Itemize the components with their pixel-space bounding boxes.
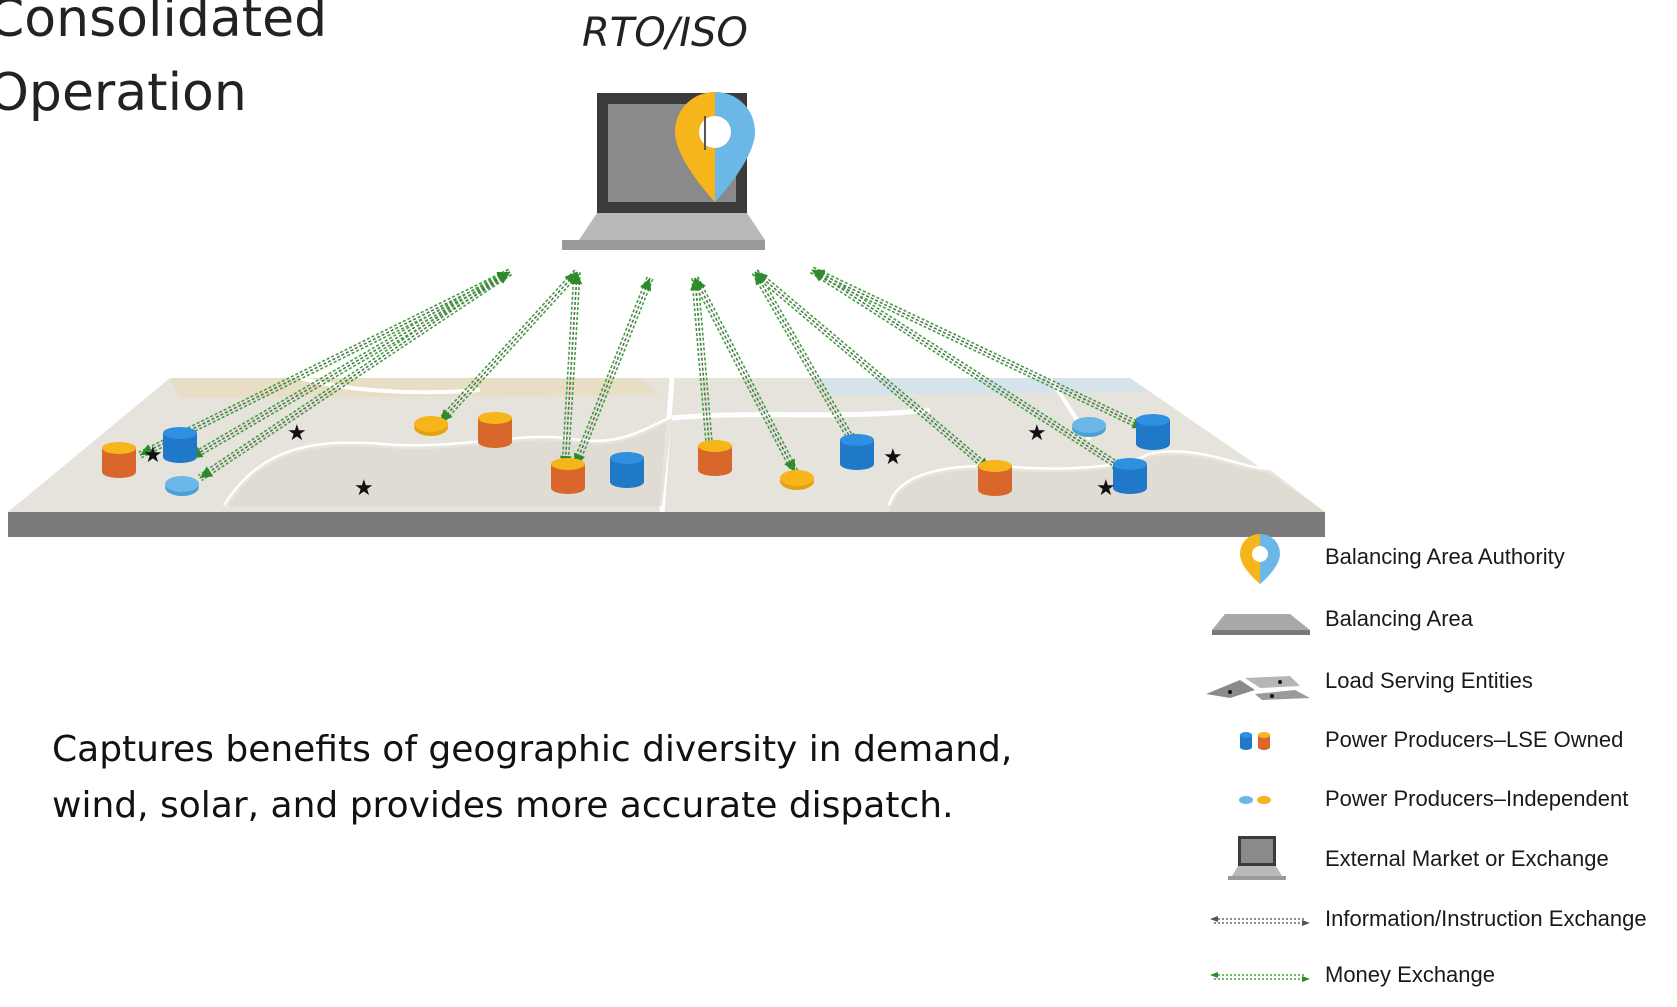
exchange-arrow-line bbox=[756, 270, 859, 445]
lse-owned-cylinder-orange bbox=[102, 442, 136, 478]
legend-label: Load Serving Entities bbox=[1325, 668, 1533, 693]
information-exchange-icon bbox=[1210, 916, 1310, 926]
exchange-arrow-line bbox=[754, 271, 991, 471]
legend-item-money-exchange: Money Exchange bbox=[1200, 948, 1677, 1004]
balancing-area-icon bbox=[1212, 614, 1310, 635]
exchange-arrow-line bbox=[571, 276, 648, 466]
exchange-arrow-line bbox=[574, 277, 651, 467]
independent-disc-lightblue bbox=[1072, 417, 1106, 437]
legend-item-load-serving-entities: Load Serving Entities bbox=[1200, 654, 1677, 710]
consolidated-operation-diagram: ★ ★ ★ ★ ★ ★ bbox=[8, 92, 1325, 537]
exchange-arrow-line bbox=[811, 269, 1126, 471]
balancing-area-map bbox=[8, 376, 1325, 537]
arrowhead bbox=[755, 272, 769, 285]
arrowhead bbox=[570, 272, 583, 285]
exchange-arrow-line bbox=[188, 268, 509, 457]
lse-star-icon: ★ bbox=[287, 421, 307, 446]
arrowhead bbox=[140, 444, 154, 456]
legend-label: External Market or Exchange bbox=[1325, 846, 1609, 871]
exchange-arrow-line bbox=[809, 271, 1124, 474]
lse-owned-cylinder-orange bbox=[978, 460, 1012, 496]
exchange-arrow-line bbox=[691, 279, 794, 474]
independent-disc-lightblue bbox=[165, 476, 199, 496]
exchange-arrow-line bbox=[697, 277, 714, 454]
money-exchange-icon bbox=[1210, 972, 1310, 982]
rto-iso-label: RTO/ISO bbox=[582, 10, 748, 56]
lse-star-icon: ★ bbox=[143, 443, 163, 468]
exchange-arrow-line bbox=[751, 273, 854, 448]
external-market-icon bbox=[1228, 836, 1286, 880]
exchange-arrow-line bbox=[197, 268, 509, 477]
exchange-arrow-line bbox=[441, 273, 580, 425]
arrowhead bbox=[695, 278, 706, 292]
power-producers-lse-owned-icon bbox=[1240, 732, 1270, 750]
lse-owned-producers bbox=[102, 412, 1170, 496]
legend-label: Balancing Area bbox=[1325, 606, 1473, 631]
exchange-arrow-line bbox=[694, 277, 711, 455]
independent-disc-yellow bbox=[414, 416, 448, 436]
load-serving-entity-markers: ★ ★ ★ ★ ★ ★ bbox=[143, 421, 1116, 501]
exchange-arrow-line bbox=[691, 278, 708, 455]
lse-owned-cylinder-blue bbox=[1113, 458, 1147, 494]
exchange-arrow-line bbox=[812, 266, 1147, 427]
exchange-arrow-line bbox=[437, 269, 576, 421]
exchange-arrow-line bbox=[577, 278, 654, 468]
lse-owned-cylinder-orange bbox=[551, 458, 585, 494]
exchange-arrows bbox=[138, 266, 1147, 482]
exchange-arrow-line bbox=[138, 268, 510, 454]
lse-star-icon: ★ bbox=[354, 476, 374, 501]
arrowhead bbox=[200, 466, 214, 478]
legend-item-information-exchange: Information/Instruction Exchange bbox=[1200, 892, 1677, 948]
diagram-title: Consolidated Operation bbox=[0, 0, 328, 123]
legend-label: Power Producers–Independent bbox=[1325, 786, 1629, 811]
exchange-arrow-line bbox=[199, 271, 511, 479]
lse-star-icon: ★ bbox=[883, 445, 903, 470]
legend-item-balancing-area-authority: Balancing Area Authority bbox=[1200, 530, 1677, 586]
power-producers-independent-icon bbox=[1239, 796, 1271, 804]
exchange-arrow-line bbox=[752, 273, 989, 473]
exchange-arrow-line bbox=[439, 271, 578, 423]
exchange-arrow-line bbox=[139, 271, 511, 456]
arrowhead bbox=[784, 458, 795, 472]
lse-owned-cylinder-orange bbox=[478, 412, 512, 448]
exchange-arrow-line bbox=[561, 271, 575, 468]
arrowhead bbox=[496, 272, 510, 284]
exchange-arrow-line bbox=[201, 273, 513, 482]
lse-owned-cylinder-blue bbox=[163, 427, 197, 463]
arrowhead bbox=[639, 278, 652, 292]
arrowhead bbox=[812, 270, 826, 282]
exchange-arrow-line bbox=[140, 273, 512, 459]
exchange-arrow-line bbox=[564, 271, 578, 469]
lse-owned-cylinder-blue bbox=[610, 452, 644, 488]
legend-label: Balancing Area Authority bbox=[1325, 544, 1565, 569]
exchange-arrow-line bbox=[811, 269, 1146, 429]
exchange-arrow-line bbox=[810, 271, 1145, 432]
legend-label: Power Producers–LSE Owned bbox=[1325, 727, 1624, 752]
caption-text: Captures benefits of geographic diversit… bbox=[52, 729, 1013, 826]
lse-owned-cylinder-orange bbox=[698, 440, 732, 476]
exchange-arrow-line bbox=[813, 266, 1128, 469]
lse-star-icon: ★ bbox=[1027, 421, 1047, 446]
lse-owned-cylinder-blue bbox=[1136, 414, 1170, 450]
exchange-arrow-line bbox=[696, 276, 799, 471]
legend-label: Information/Instruction Exchange bbox=[1325, 906, 1647, 931]
exchange-arrow-line bbox=[754, 271, 856, 447]
legend-item-external-market: External Market or Exchange bbox=[1200, 832, 1677, 888]
balancing-area-authority-pin-icon bbox=[675, 92, 755, 202]
lse-owned-cylinder-blue bbox=[840, 434, 874, 470]
exchange-arrow-line bbox=[694, 277, 796, 473]
exchange-arrow-line bbox=[567, 272, 581, 469]
legend-item-balancing-area: Balancing Area bbox=[1200, 592, 1677, 648]
legend-item-power-producers-independent: Power Producers–Independent bbox=[1200, 772, 1677, 828]
legend-label: Money Exchange bbox=[1325, 962, 1495, 987]
load-serving-entities-icon bbox=[1206, 676, 1310, 700]
independent-disc-yellow bbox=[780, 470, 814, 490]
legend-item-power-producers-lse-owned: Power Producers–LSE Owned bbox=[1200, 713, 1677, 769]
balancing-area-authority-icon bbox=[1240, 534, 1280, 584]
independent-producers bbox=[165, 416, 1106, 496]
exchange-arrow-line bbox=[756, 269, 993, 469]
lse-star-icon: ★ bbox=[1096, 476, 1116, 501]
